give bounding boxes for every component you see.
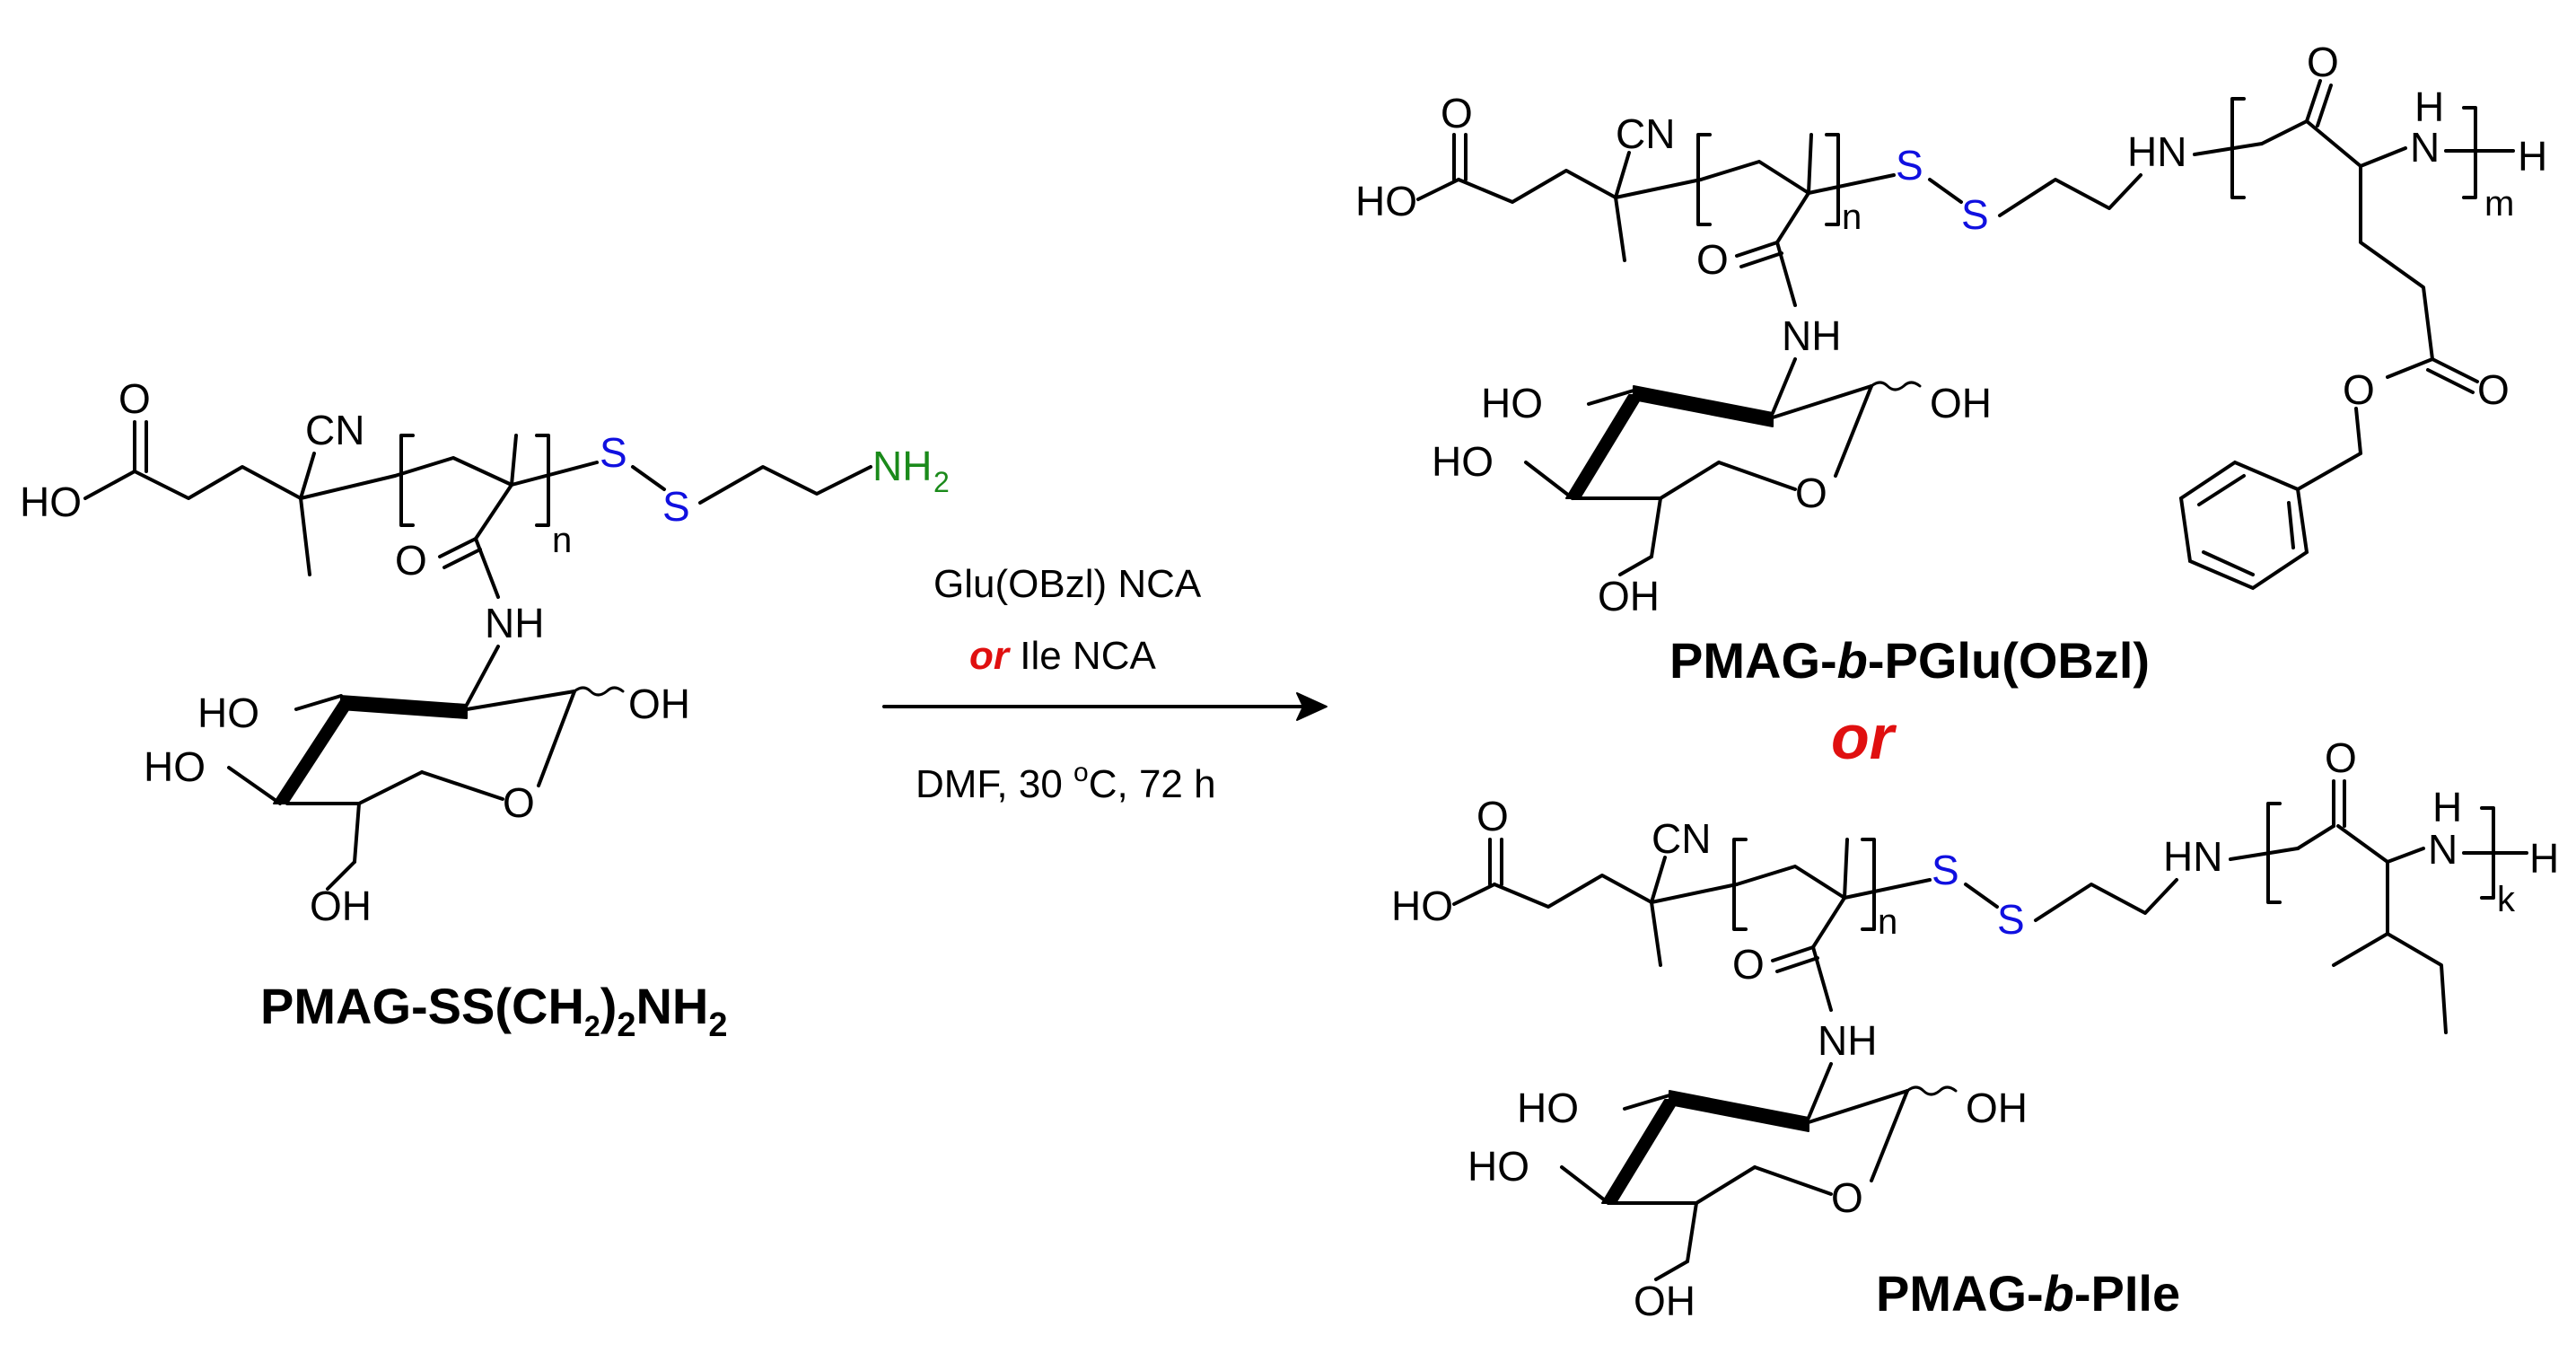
p2-atom-oh-anomeric: OH <box>1966 1085 2028 1131</box>
p1-atom-o-carbonyl: O <box>1441 90 1473 136</box>
p2-atom-hn: HN <box>2163 833 2222 880</box>
arrow-head <box>1296 692 1327 721</box>
p2-atom-h-top: H <box>2432 784 2462 830</box>
p2-atom-h-end: H <box>2529 835 2559 882</box>
p1-atom-ho-acid: HO <box>1355 178 1417 224</box>
p2-atom-ho1: HO <box>1517 1085 1579 1131</box>
p2-atom-o-carbonyl: O <box>1476 793 1509 839</box>
reaction-conditions: Glu(OBzl) NCA or Ile NCA DMF, 30 oC, 72 … <box>882 562 1327 806</box>
solvent-temp-time: DMF, 30 oC, 72 h <box>916 758 1216 806</box>
p2-repeat-n: n <box>1878 902 1897 942</box>
p1-atom-ho1: HO <box>1481 380 1543 426</box>
p1-atom-n-pep: N <box>2410 124 2440 171</box>
p1-atom-o-pep: O <box>2307 39 2339 85</box>
p2-atom-amide-o: O <box>1732 941 1765 988</box>
p2-atom-s1: S <box>1932 847 1959 893</box>
p1-atom-s1: S <box>1896 142 1923 189</box>
atom-ho2: HO <box>144 743 206 790</box>
p1-atom-hn: HN <box>2127 128 2186 175</box>
atom-s2: S <box>662 483 690 530</box>
atom-amide-o: O <box>395 537 427 584</box>
atom-cn: CN <box>305 407 364 453</box>
atom-o-carbonyl: O <box>118 375 151 422</box>
product2-label: PMAG-b-PIle <box>1876 1265 2180 1322</box>
atom-nh2: NH <box>872 443 932 489</box>
p1-repeat-n: n <box>1842 198 1862 237</box>
p2-atom-o-pep: O <box>2325 734 2357 781</box>
atom-amide-nh: NH <box>485 600 544 646</box>
product1-label: PMAG-b-PGlu(OBzl) <box>1669 632 2150 689</box>
product1-structure: O HO CN n S S HN O H N m H <box>1355 39 2547 619</box>
atom-oh-ch2: OH <box>310 883 372 929</box>
p1-atom-cn: CN <box>1616 110 1675 157</box>
atom-oh-anomeric: OH <box>628 681 690 727</box>
atom-ho-acid: HO <box>20 479 82 525</box>
p2-atom-cn: CN <box>1652 815 1711 862</box>
product2-structure: O HO CN n S S HN O H N k H <box>1391 734 2559 1324</box>
p2-atom-ring-o: O <box>1831 1174 1863 1221</box>
p1-atom-h-top: H <box>2414 83 2444 130</box>
or-separator: or <box>1831 702 1897 772</box>
p1-atom-ester-o: O <box>2477 366 2510 413</box>
p1-atom-ring-o: O <box>1795 470 1827 516</box>
atom-s1: S <box>600 429 627 476</box>
p1-atom-ester-o2: O <box>2343 366 2375 413</box>
p1-atom-oh-anomeric: OH <box>1930 380 1992 426</box>
reagent-glu: Glu(OBzl) NCA <box>933 562 1202 606</box>
p1-atom-amide-o: O <box>1696 236 1729 283</box>
p2-atom-ho2: HO <box>1468 1143 1529 1190</box>
reactant-structure: HO O CN n S S NH 2 O NH OH <box>20 375 950 929</box>
reactant-label: PMAG-SS(CH2)2NH2 <box>260 978 728 1044</box>
p2-atom-ho-acid: HO <box>1391 883 1453 929</box>
p1-atom-ho2: HO <box>1432 438 1494 485</box>
p2-atom-oh-ch2: OH <box>1634 1278 1695 1324</box>
p1-atom-h-end: H <box>2518 133 2547 180</box>
p1-repeat-m: m <box>2484 184 2514 224</box>
atom-ho1: HO <box>197 690 259 736</box>
p1-atom-s2: S <box>1961 191 1989 238</box>
p2-atom-n-pep: N <box>2428 826 2458 873</box>
repeat-n: n <box>552 521 572 560</box>
p1-atom-amide-nh: NH <box>1782 312 1841 359</box>
p2-atom-amide-nh: NH <box>1818 1017 1877 1064</box>
p1-atom-oh-ch2: OH <box>1598 573 1660 619</box>
reagent-ile-line: or Ile NCA <box>969 634 1156 678</box>
atom-nh2-sub: 2 <box>933 466 950 498</box>
p2-atom-s2: S <box>1997 896 2025 943</box>
p2-repeat-k: k <box>2497 880 2516 919</box>
atom-ring-o: O <box>503 779 535 826</box>
